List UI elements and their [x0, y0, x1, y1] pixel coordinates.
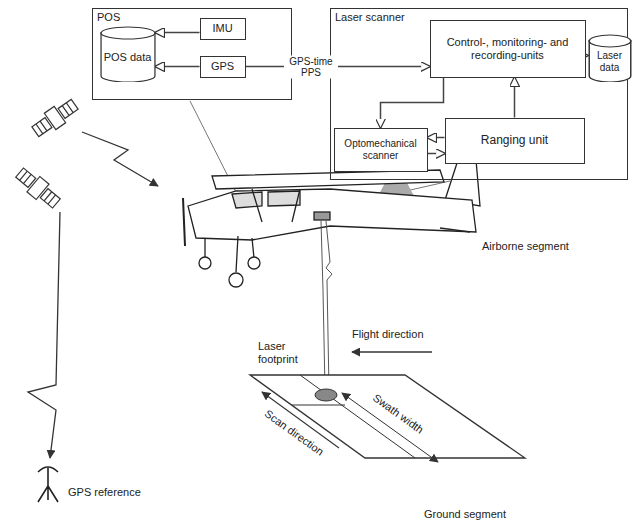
signal-label: GPS-time PPS — [284, 55, 338, 78]
box-label: IMU — [212, 22, 232, 35]
sensor-box: GPS — [200, 56, 246, 78]
box-label: Laser data — [588, 50, 632, 73]
gps-signal — [82, 132, 158, 186]
scan-line — [292, 405, 345, 406]
box-label: Optomechanical scanner — [335, 138, 427, 161]
connector — [156, 66, 200, 68]
annotation-label: GPS reference — [68, 486, 141, 499]
connector — [428, 153, 445, 155]
box-title: POS — [97, 11, 120, 23]
system-box: POS IMU POS dataGPS — [92, 8, 292, 100]
ground-strip — [250, 375, 525, 458]
connector — [381, 78, 444, 128]
connector — [428, 137, 445, 139]
connector — [156, 32, 200, 34]
annotation-label: Airborne segment — [482, 240, 569, 253]
box-label: Control-, monitoring- and recording-unit… — [431, 36, 585, 61]
data-store: POS data — [100, 26, 156, 82]
satellite — [13, 165, 63, 211]
box-label: POS data — [104, 51, 152, 64]
process-box: Control-, monitoring- and recording-unit… — [430, 20, 586, 78]
data-store: Laser data — [588, 34, 632, 82]
laser-beam — [321, 221, 332, 390]
gps-antenna — [38, 467, 58, 502]
annotation-label: Flight direction — [352, 328, 424, 341]
connector — [514, 78, 516, 118]
gps-signal — [28, 212, 60, 458]
connector — [586, 55, 588, 57]
sensor-box: IMU — [200, 18, 246, 40]
box-label: GPS — [211, 60, 234, 73]
system-box: Laser scannerControl-, monitoring- and r… — [330, 8, 628, 180]
box-label: Ranging unit — [481, 134, 548, 148]
satellite — [30, 96, 81, 140]
laser-footprint — [315, 389, 337, 401]
flight-arrow — [352, 351, 432, 352]
annotation-label: Laser footprint — [258, 340, 314, 366]
process-box: Optomechanical scanner — [334, 128, 428, 172]
process-box: Ranging unit — [445, 118, 585, 164]
box-title: Laser scanner — [335, 11, 405, 23]
annotation-label: Ground segment — [424, 508, 506, 521]
